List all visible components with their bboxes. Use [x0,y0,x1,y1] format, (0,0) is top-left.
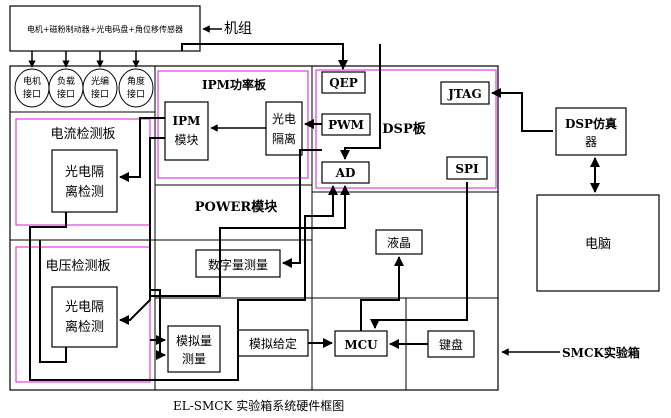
encoder-interface-line1: 光编 [91,75,109,87]
qep-label: QEP [329,76,358,90]
smck-box-frame [9,65,499,391]
ipm-module-line2: 模块 [174,133,198,147]
analog-measure-line2: 测量 [182,352,206,366]
current-isolation-line2: 离检测 [65,184,104,200]
analog-setpoint-block: 模拟给定 [237,329,309,357]
voltage-board-label: 电压检测板 [45,259,110,274]
angle-interface: 角度 接口 [118,68,154,108]
current-board-label: 电流检测板 [50,127,115,142]
voltage-isolation-line2: 离检测 [65,319,104,335]
ipm-isolation-line2: 隔离 [272,131,296,146]
encoder-interface: 光编 接口 [82,68,118,108]
lcd-label: 液晶 [387,235,411,250]
voltage-isolation-line1: 光电隔 [65,300,104,315]
ad-block: AD [321,161,370,184]
power-module-label: POWER模块 [195,199,278,215]
dsp-board-label: DSP板 [382,121,426,137]
pc-block: 电脑 [536,194,660,292]
load-interface-line1: 负载 [57,75,75,87]
ad-label: AD [335,166,356,180]
ipm-isolation-block: 光电 隔离 [265,101,303,156]
qep-block: QEP [321,71,366,94]
motor-interface-line2: 接口 [23,88,41,100]
pwm-label: PWM [328,118,364,132]
spi-label: SPI [455,162,479,176]
motor-unit-block: 电机+磁粉制动器+光电码盘+角位移传感器 [9,5,201,52]
mcu-label: MCU [344,338,378,352]
jtag-label: JTAG [447,87,482,101]
current-isolation-line1: 光电隔 [65,165,104,180]
ipm-board-label: IPM功率板 [202,77,267,92]
connection-lines [29,43,553,381]
analog-setpoint-label: 模拟给定 [249,336,297,351]
pc-label: 电脑 [585,237,611,252]
spi-block: SPI [446,156,488,180]
current-isolation-block: 光电隔 离检测 [51,149,118,213]
dsp-emulator-line1: DSP仿真 [565,116,617,131]
motor-interface-line1: 电机 [23,75,41,87]
digital-measure-block: 数字量测量 [195,249,281,278]
motor-unit-label: 电机+磁粉制动器+光电码盘+角位移传感器 [27,24,183,34]
smck-box-label: SMCK实验箱 [562,345,640,360]
angle-interface-line2: 接口 [127,88,145,100]
keyboard-label: 键盘 [439,337,463,352]
load-interface: 负载 接口 [48,68,84,108]
motor-interface: 电机 接口 [14,68,50,108]
lcd-block: 液晶 [375,229,423,255]
pwm-block: PWM [321,113,371,136]
analog-measure-block: 模拟量 测量 [167,325,221,373]
ipm-module-block: IPM 模块 [164,101,209,161]
mcu-block: MCU [334,330,388,357]
ipm-isolation-line1: 光电 [272,112,296,126]
keyboard-block: 键盘 [427,330,475,358]
encoder-interface-line2: 接口 [91,88,109,100]
dsp-emulator-block: DSP仿真 器 [555,107,627,156]
ipm-module-line1: IPM [173,114,201,128]
angle-interface-line1: 角度 [127,75,145,87]
jtag-block: JTAG [440,81,490,105]
digital-measure-label: 数字量测量 [208,257,268,272]
unit-group-label: 机组 [224,21,252,37]
figure-caption: EL-SMCK 实验箱系统硬件框图 [173,398,344,413]
analog-measure-line1: 模拟量 [176,334,212,348]
dsp-emulator-line2: 器 [585,135,597,149]
load-interface-line2: 接口 [57,88,75,100]
voltage-isolation-block: 光电隔 离检测 [51,286,118,348]
